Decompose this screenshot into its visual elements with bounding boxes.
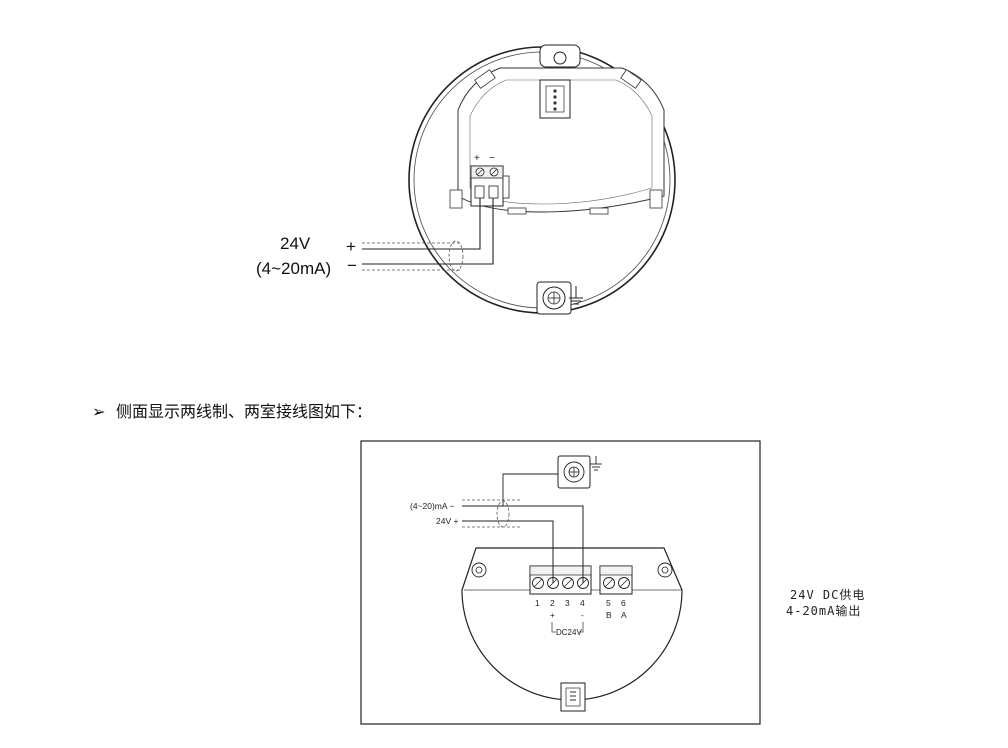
dc-plus-sign: + bbox=[550, 610, 555, 620]
cable-wires bbox=[362, 198, 494, 272]
ground-terminal bbox=[536, 281, 572, 315]
signal-range-label: (4~20mA) bbox=[256, 259, 331, 278]
terminal-number: 3 bbox=[565, 598, 570, 608]
terminal-plus-label: + bbox=[474, 153, 480, 164]
dc-bracket-left bbox=[551, 622, 556, 633]
terminal-number: 2 bbox=[550, 598, 555, 608]
top-lug-hole bbox=[553, 51, 567, 65]
terminal-number: 6 bbox=[621, 598, 626, 608]
bottom-connector bbox=[560, 682, 586, 712]
signal-wires bbox=[462, 473, 584, 583]
supply-voltage-label: 24V bbox=[280, 234, 311, 253]
terminal-board bbox=[457, 67, 665, 213]
bus-a-label: A bbox=[621, 610, 627, 620]
side-view-diagram: 1 2 3 4 5 6 + - B A DC24V (4~20)mA − 24V… bbox=[360, 440, 761, 725]
heading-text: 侧面显示两线制、两室接线图如下： bbox=[116, 402, 373, 421]
terminal-block bbox=[470, 165, 510, 207]
note-power: 24V DC供电 bbox=[790, 588, 865, 602]
bus-b-label: B bbox=[606, 610, 612, 620]
mount-hole-right bbox=[657, 562, 673, 578]
terminal-number: 1 bbox=[535, 598, 540, 608]
bullet-arrow-icon: ➢ bbox=[92, 402, 106, 421]
housing-top-view: + − 24V (4~20mA) + − bbox=[256, 44, 676, 315]
ground-icon bbox=[569, 286, 583, 305]
dc-minus-sign: - bbox=[581, 610, 584, 620]
note-output: 4-20mA输出 bbox=[786, 603, 861, 618]
dc-bracket-right bbox=[579, 622, 584, 633]
terminal-strip-5-6 bbox=[599, 565, 633, 595]
terminal-minus-label: − bbox=[489, 153, 495, 164]
negative-sign: − bbox=[347, 256, 357, 275]
positive-sign: + bbox=[346, 237, 356, 256]
cable-shield bbox=[448, 240, 464, 272]
board-clip bbox=[449, 69, 663, 215]
terminal-number: 5 bbox=[606, 598, 611, 608]
supply-voltage-label-2: 24V + bbox=[436, 516, 458, 526]
dc-supply-label: DC24V bbox=[556, 628, 582, 637]
top-lug bbox=[539, 44, 581, 68]
terminal-strip-1-4 bbox=[529, 565, 592, 595]
section-heading: ➢ 侧面显示两线制、两室接线图如下： bbox=[92, 398, 372, 422]
display-connector bbox=[539, 79, 571, 119]
cable-shield-2 bbox=[496, 500, 510, 528]
ground-terminal-2 bbox=[557, 455, 591, 489]
signal-current-label: (4~20)mA − bbox=[410, 501, 454, 511]
mount-hole-left bbox=[471, 562, 487, 578]
terminal-number: 4 bbox=[580, 598, 585, 608]
ground-icon-2 bbox=[590, 456, 602, 471]
